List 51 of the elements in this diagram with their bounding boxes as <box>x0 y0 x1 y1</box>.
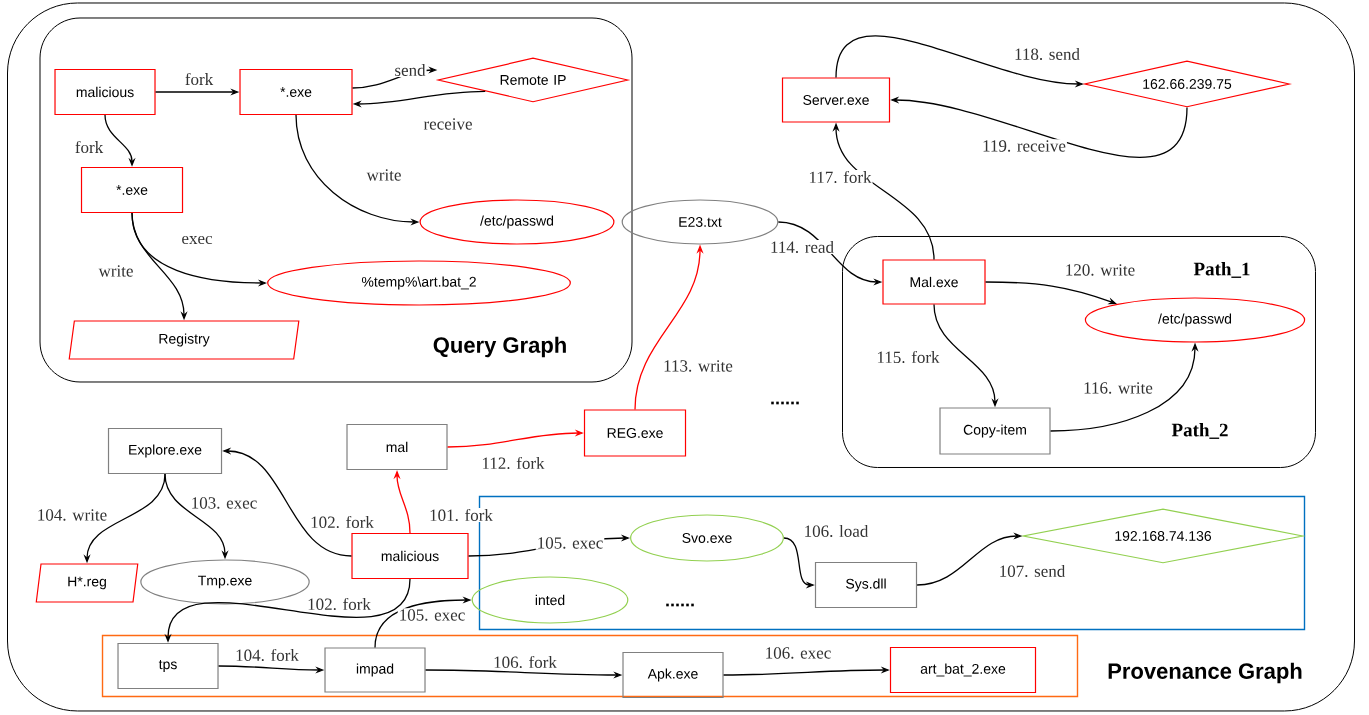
edge-label: 119. receive <box>981 139 1067 153</box>
path-label: Path_2 <box>1171 423 1228 439</box>
edge-label: 118. send <box>1013 47 1081 61</box>
process-box: Explore.exe <box>107 427 223 475</box>
edge-label: 112. fork <box>480 455 546 471</box>
process-box: REG.exe <box>583 409 687 457</box>
process-box: impad <box>324 647 426 693</box>
process-box: *.exe <box>80 166 184 214</box>
process-box: malicious <box>54 68 156 116</box>
ellipsis-text: ...... <box>771 401 799 405</box>
process-box: art_bat_2.exe <box>889 646 1037 694</box>
edge-label: 106. load <box>802 523 870 538</box>
process-box: Copy-item <box>939 407 1051 455</box>
edge-label: 105. exec <box>397 608 467 622</box>
path-label: Path_1 <box>1193 262 1250 278</box>
process-box: Server.exe <box>781 77 891 123</box>
edge-label: 120. write <box>1063 263 1137 277</box>
edge-label: 101. fork <box>428 507 494 523</box>
edge-label: fork <box>183 71 215 87</box>
ellipsis-text: ...... <box>666 603 694 607</box>
edge-label: 116. write <box>1082 381 1154 395</box>
process-box: Apk.exe <box>622 651 724 699</box>
process-box: Sys.dll <box>814 561 918 609</box>
edge-label: 102. fork <box>309 514 375 530</box>
edge-label: receive <box>422 117 474 131</box>
edge-label: 104. fork <box>234 647 300 663</box>
edge-label: 105. exec <box>535 536 605 550</box>
edge-label: 104. write <box>35 508 109 522</box>
registry-parallelogram: Registry <box>68 320 300 360</box>
edge-label: fork <box>73 139 105 155</box>
edge-label: 117. fork <box>807 169 873 185</box>
process-box: tps <box>117 642 219 690</box>
graph-title: Provenance Graph <box>1108 662 1302 684</box>
edge-label: 114. read <box>769 239 835 254</box>
edge-label: 113. write <box>662 359 734 373</box>
edge-label: send <box>393 63 427 77</box>
edge-label: 115. fork <box>875 349 941 365</box>
edge-label: write <box>365 168 403 182</box>
edge-label: exec <box>180 234 214 246</box>
edge-label: 106. exec <box>763 646 833 660</box>
registry-parallelogram: H*.reg <box>35 563 139 603</box>
edge-label: write <box>97 264 135 278</box>
edge-label: 107. send <box>997 563 1067 578</box>
edge-label: 103. exec <box>189 496 259 510</box>
process-box: malicious <box>351 532 469 580</box>
group-frame <box>101 634 1079 698</box>
graph-title: Query Graph <box>433 336 566 358</box>
process-box: mal <box>346 423 448 471</box>
edge-label: 106. fork <box>492 654 558 670</box>
process-box: Mal.exe <box>882 259 986 305</box>
process-box: *.exe <box>239 68 353 116</box>
